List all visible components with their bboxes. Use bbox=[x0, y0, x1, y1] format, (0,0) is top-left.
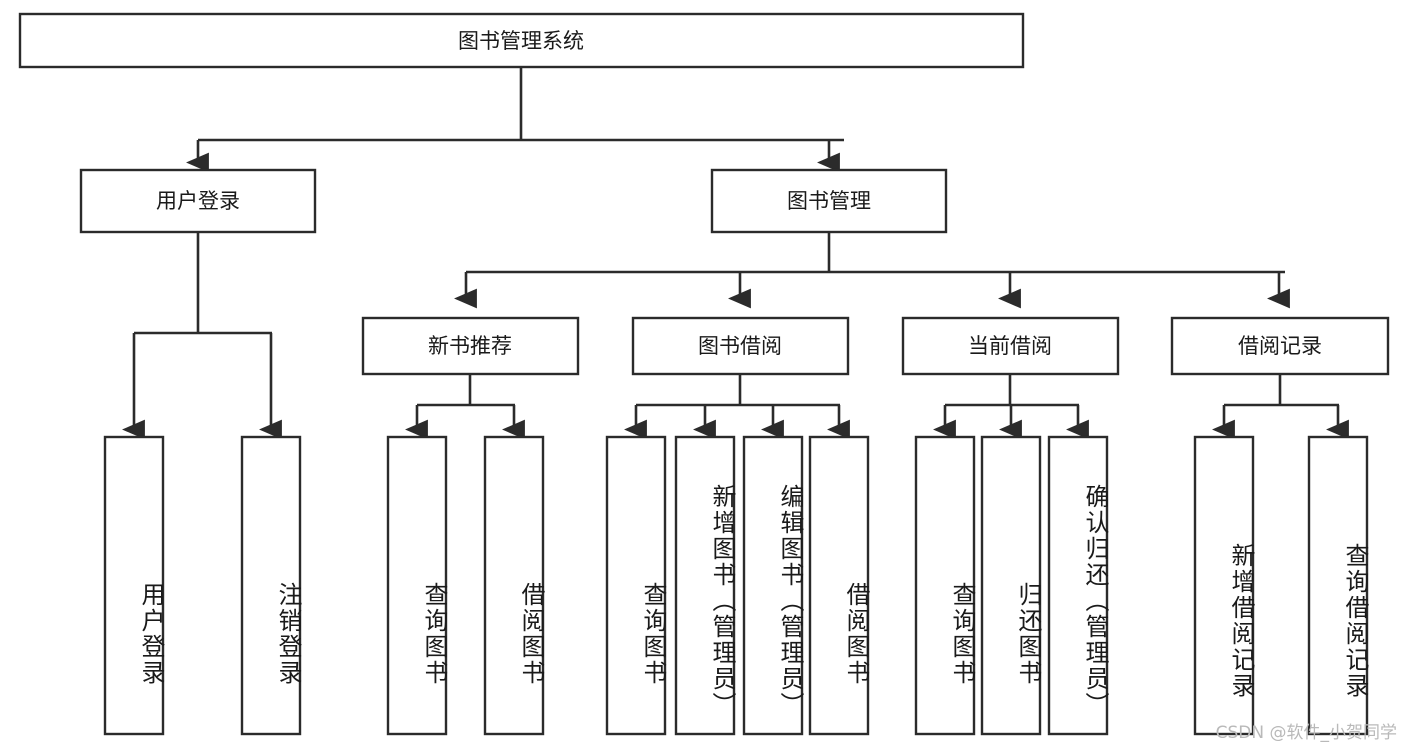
node-new-book-recommend[interactable]: 新书推荐 bbox=[361, 316, 580, 376]
leaf-box-query-book-2[interactable] bbox=[605, 435, 667, 736]
node-new-book-recommend-label: 新书推荐 bbox=[428, 334, 512, 358]
connector-root-to-level2 bbox=[186, 67, 844, 173]
node-borrow-record-label: 借阅记录 bbox=[1238, 334, 1322, 358]
connector-userlogin-to-leaves bbox=[122, 232, 282, 440]
leaf-box-return-book[interactable] bbox=[980, 435, 1042, 736]
leaf-box-borrow-book-1[interactable] bbox=[483, 435, 545, 736]
leaf-box-query-book-3[interactable] bbox=[914, 435, 976, 736]
node-book-manage[interactable]: 图书管理 bbox=[710, 168, 948, 234]
leaf-box-edit-book[interactable] bbox=[742, 435, 804, 736]
node-book-borrow[interactable]: 图书借阅 bbox=[631, 316, 850, 376]
leaf-box-user-login[interactable] bbox=[103, 435, 165, 736]
connector-newbook-to-leaves bbox=[405, 374, 525, 440]
leaf-box-confirm-return[interactable] bbox=[1047, 435, 1109, 736]
leaf-box-query-record[interactable] bbox=[1307, 435, 1369, 736]
node-book-manage-label: 图书管理 bbox=[787, 189, 871, 213]
leaf-box-query-book-1[interactable] bbox=[386, 435, 448, 736]
leaf-box-logout-login[interactable] bbox=[240, 435, 302, 736]
node-user-login-label: 用户登录 bbox=[156, 189, 240, 213]
leaf-box-borrow-book-2[interactable] bbox=[808, 435, 870, 736]
node-current-borrow[interactable]: 当前借阅 bbox=[901, 316, 1120, 376]
node-current-borrow-label: 当前借阅 bbox=[968, 334, 1052, 358]
node-book-borrow-label: 图书借阅 bbox=[698, 334, 782, 358]
node-user-login[interactable]: 用户登录 bbox=[79, 168, 317, 234]
connector-bookborrow-to-leaves bbox=[624, 374, 850, 440]
csdn-watermark: CSDN @软件_小贺同学 bbox=[1215, 723, 1397, 743]
connector-bookmanage-to-level3 bbox=[454, 232, 1290, 309]
node-borrow-record[interactable]: 借阅记录 bbox=[1170, 316, 1390, 376]
leaf-box-add-record[interactable] bbox=[1193, 435, 1255, 736]
connector-borrowrecord-to-leaves bbox=[1212, 374, 1349, 440]
leaf-box-add-book[interactable] bbox=[674, 435, 736, 736]
connector-currentborrow-to-leaves bbox=[933, 374, 1089, 440]
node-root-label: 图书管理系统 bbox=[458, 29, 584, 53]
node-root[interactable]: 图书管理系统 bbox=[18, 12, 1025, 69]
